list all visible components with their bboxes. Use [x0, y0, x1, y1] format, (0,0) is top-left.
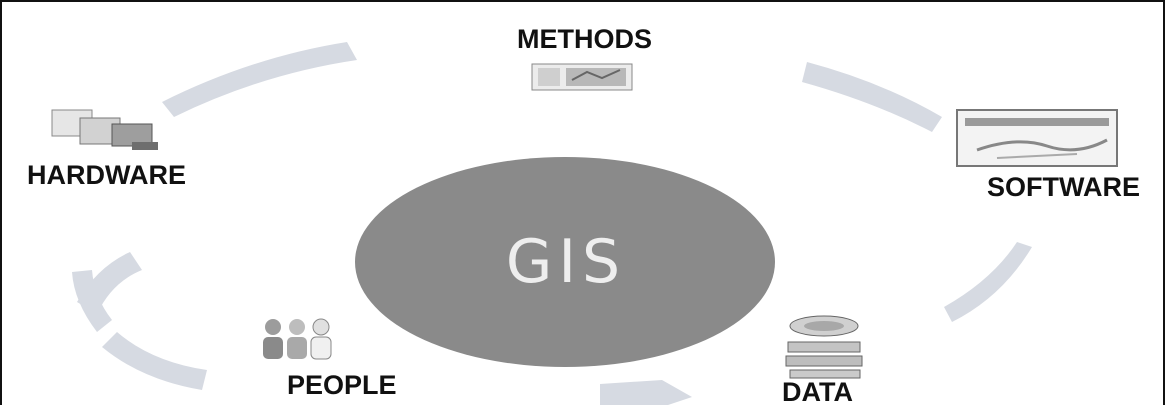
data-icon: [785, 315, 863, 379]
arc-methods-to-software: [802, 62, 942, 132]
methods-icon: [531, 63, 633, 91]
hardware-label: HARDWARE: [27, 160, 186, 190]
gis-center-label: GIS: [505, 227, 627, 297]
arc-hardware-to-methods: [162, 42, 357, 117]
methods-label: METHODS: [517, 24, 652, 54]
software-icon: [956, 109, 1118, 167]
gis-center-ellipse: [355, 157, 775, 367]
people-icon: [263, 318, 332, 360]
software-label: SOFTWARE: [987, 172, 1140, 202]
hardware-icon: [51, 109, 158, 150]
arc-left-upper: [72, 270, 112, 332]
arc-data-to-people: [600, 380, 692, 405]
arc-software-to-data: [944, 242, 1032, 322]
data-label: DATA: [782, 377, 853, 405]
people-label: PEOPLE: [287, 370, 397, 400]
arc-people-to-hardware-lower: [102, 332, 207, 390]
